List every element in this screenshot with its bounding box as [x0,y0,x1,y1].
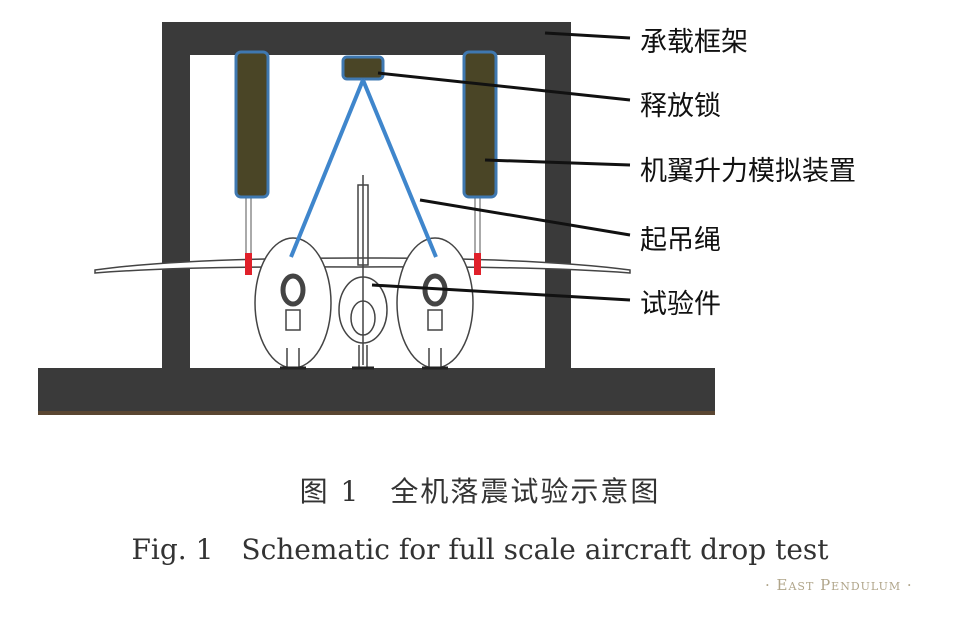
label-lifting-rope: 起吊绳 [640,225,721,256]
release-lock [341,55,385,81]
watermark: · East Pendulum · [765,576,913,594]
frame-right-pillar [545,22,571,370]
ground-line [38,411,715,415]
caption-en: Fig. 1 Schematic for full scale aircraft… [131,533,829,566]
wing-lift-actuator-left [234,50,270,199]
aircraft-test-article [94,175,631,370]
lifting-ropes [289,79,438,258]
caption-zh: 图 1 全机落震试验示意图 [299,475,661,508]
label-release-lock: 释放锁 [640,91,721,122]
ground-base [38,368,715,413]
label-wing-lift-simulator: 机翼升力模拟装置 [640,156,856,187]
frame-top-beam [162,22,570,55]
label-test-article: 试验件 [640,289,721,320]
wing-lift-actuator-right [462,50,498,199]
leader-lines [371,31,631,302]
frame-left-pillar [162,22,190,370]
label-frame: 承载框架 [640,27,748,58]
